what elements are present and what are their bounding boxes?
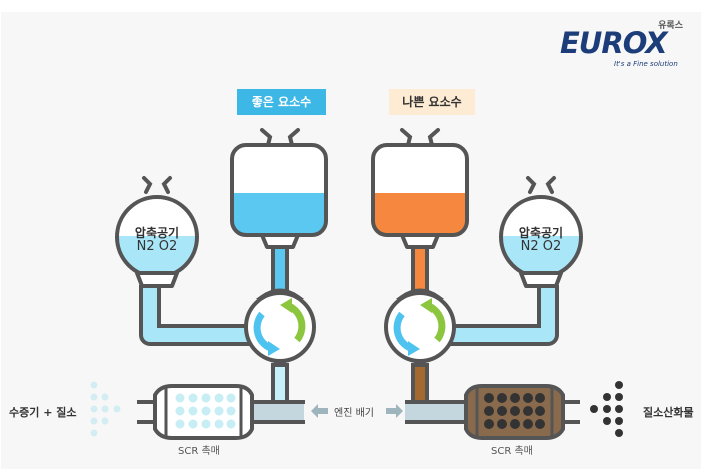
good-urea-badge: 좋은 요소수 [237,89,326,115]
logo-tagline: It's a Fine solution [614,60,678,68]
exhaust-arrow-left-icon [311,404,328,418]
right-dosing-pipe [411,363,429,407]
left-scr-catalyst-label: SCR 촉매 [178,446,220,457]
exhaust-arrow-right-icon [386,404,403,418]
right-exhaust-pipe [405,400,467,424]
logo-brand: EUROX [560,26,668,60]
left-dosing-pipe [271,363,289,407]
clean-output-label: 수증기 + 질소 [9,406,77,419]
right-scr-catalyst [464,384,580,440]
right-recycle-arrows-icon [393,298,446,356]
left-air-pipe [139,285,255,346]
eurox-logo: EUROX 유록스 It's a Fine solution [560,18,695,70]
logo-korean-name: 유록스 [658,21,683,31]
right-urea-pipe [411,243,429,293]
right-air-tank-formula: N2 O2 [520,239,562,254]
left-air-tank-label: 압축공기 N2 O2 [117,226,197,254]
left-urea-pipe [271,243,289,293]
right-air-pipe [443,285,559,346]
right-scr-catalyst-label: SCR 촉매 [491,446,533,457]
right-urea-tank [371,128,469,249]
nox-output-label: 질소산화물 [643,406,694,419]
left-clean-output-dots-icon [90,381,121,437]
bad-urea-badge: 나쁜 요소수 [389,89,475,115]
right-nox-output-dots-icon [590,381,623,437]
right-air-tank-title: 압축공기 [518,226,564,240]
left-recycle-arrows-icon [253,298,306,356]
left-air-tank-formula: N2 O2 [136,239,178,254]
right-air-tank-label: 압축공기 N2 O2 [501,226,581,254]
left-scr-catalyst [137,384,254,440]
left-air-tank-title: 압축공기 [134,226,180,240]
left-urea-tank [230,128,328,249]
left-exhaust-pipe [248,400,305,424]
engine-exhaust-label: 엔진 배기 [334,408,374,419]
